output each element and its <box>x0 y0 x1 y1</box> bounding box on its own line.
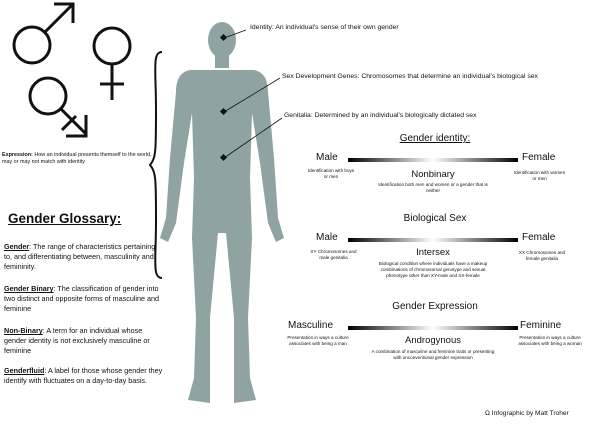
female-symbol-icon <box>92 26 132 100</box>
expression-text: How an individual presents themself to t… <box>2 152 152 165</box>
biological-sex-right-desc: XX Chromosomes and female genitalia <box>518 250 566 261</box>
gender-identity-spectrum-bar <box>348 158 518 162</box>
gender-identity-left-desc: Identification with boys or men <box>307 168 355 179</box>
gender-identity-title: Gender identity: <box>399 133 471 144</box>
expression-note: Expression: How an individual presents t… <box>2 152 152 166</box>
annotation-identity: Identity: An individual's sense of their… <box>250 24 399 31</box>
gender-expression-title: Gender Expression <box>392 301 478 312</box>
gender-identity-middle-label: Nonbinary <box>411 169 455 180</box>
gender-identity-left-label: Male <box>316 152 338 163</box>
human-figure <box>160 22 284 403</box>
gender-expression-right-desc: Presentation in ways a culture associate… <box>518 335 582 346</box>
glossary-item-genderfluid: Genderfluid: A label for those whose gen… <box>4 366 163 385</box>
gender-expression-middle-desc: A combination of masculine and feminine … <box>371 349 495 360</box>
glossary-title: Gender Glossary: <box>8 211 122 226</box>
glossary-item-non-binary: Non-Binary: A term for an individual who… <box>4 326 150 355</box>
annotation-sex-genes: Sex Development Genes: Chromosomes that … <box>282 73 538 80</box>
gender-expression-right-label: Feminine <box>520 320 562 331</box>
biological-sex-middle-desc: Biological condition where individuals h… <box>378 261 488 278</box>
credit-text: Infographic by Matt Troher <box>491 410 569 417</box>
gender-identity-middle-desc: Identification both men and women or a g… <box>378 182 488 193</box>
intersex-symbol-icon <box>28 76 88 138</box>
identity-marker <box>219 33 228 42</box>
gender-expression-left-label: Masculine <box>288 320 334 331</box>
gender-expression-spectrum-bar <box>348 326 518 330</box>
omega-icon: Ω <box>485 410 490 417</box>
annotation-genitalia: Genitalia: Determined by an individual's… <box>284 112 477 119</box>
genes-marker <box>219 107 228 116</box>
biological-sex-title: Biological Sex <box>403 213 467 224</box>
male-symbol-icon <box>12 2 75 65</box>
glossary-item-gender-binary: Gender Binary: The classification of gen… <box>4 284 160 313</box>
biological-sex-left-label: Male <box>316 232 338 243</box>
credit-line: Ω Infographic by Matt Troher <box>485 410 569 417</box>
biological-sex-left-desc: XY Chromosomes and male genitalia <box>310 249 357 260</box>
gender-expression-left-desc: Presentation in ways a culture associate… <box>287 335 349 346</box>
gender-expression-middle-label: Androgynous <box>405 335 461 346</box>
glossary-item-gender: Gender: The range of characteristics per… <box>4 242 156 271</box>
gender-identity-right-desc: Identification with women or men <box>513 170 566 181</box>
bracket-icon <box>148 51 163 279</box>
biological-sex-right-label: Female <box>522 232 556 243</box>
biological-sex-spectrum-bar <box>348 238 518 242</box>
biological-sex-middle-label: Intersex <box>416 247 450 258</box>
gender-identity-right-label: Female <box>522 152 556 163</box>
expression-term: Expression: <box>2 152 33 158</box>
genitalia-marker <box>219 153 228 162</box>
